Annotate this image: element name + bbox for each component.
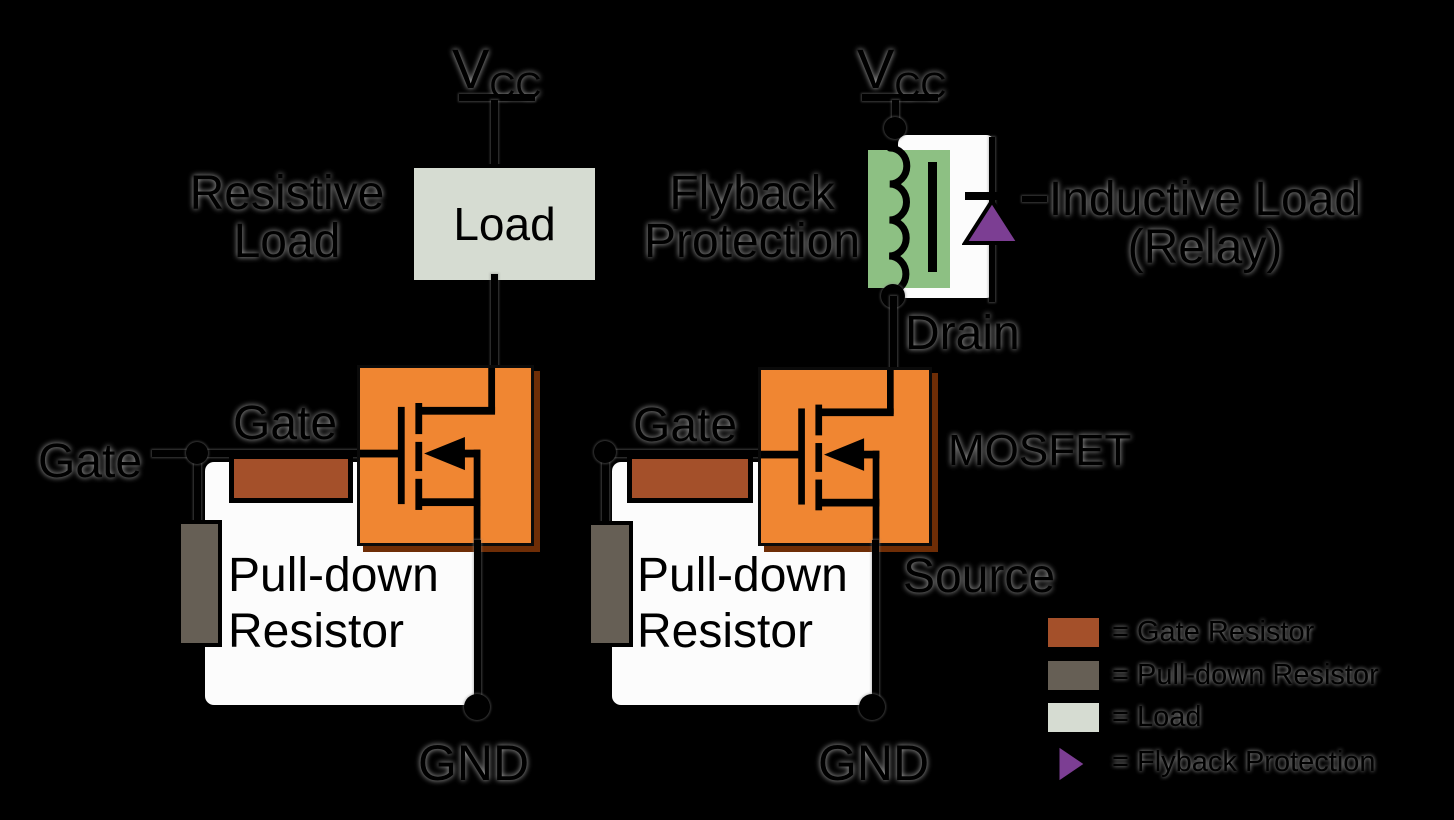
legend-flyback-diode-icon — [1038, 742, 1106, 786]
pulldown-label-line1-left: Pull-down — [228, 549, 439, 602]
wire-gate-to-pulldown-right — [602, 453, 609, 523]
vcc-label-right: VCC VCC — [857, 37, 947, 106]
relay-coil-icon — [885, 144, 911, 296]
wire-gate-to-pulldown-left — [194, 453, 201, 523]
mosfet-block-left — [357, 365, 534, 546]
gate-resistor-left — [229, 454, 353, 503]
wire-gate-right — [598, 450, 760, 457]
mosfet-symbol-icon — [761, 370, 894, 543]
inductive-load-title-line2: (Relay)(Relay) — [1127, 221, 1283, 274]
pulldown-label-line2-left: Resistor — [228, 605, 405, 658]
legend-label-gate-resistor: = Gate Resistor= Gate Resistor — [1112, 616, 1315, 648]
mosfet-block-right — [758, 367, 932, 546]
flyback-diode-icon — [962, 199, 1022, 245]
legend-label-flyback-protection: = Flyback Protection= Flyback Protection — [1112, 746, 1376, 778]
wire-drain-to-mosfet — [890, 296, 897, 371]
load-box: Load — [410, 164, 599, 284]
pulldown-resistor-left — [177, 520, 222, 647]
pulldown-label-line1-right: Pull-down — [637, 549, 848, 602]
junction-dot-gate-right — [594, 441, 616, 463]
mosfet-symbol-icon — [360, 368, 496, 543]
vcc-rail-bar-left — [459, 94, 535, 101]
flyback-diode-cathode-bar — [965, 192, 1019, 200]
load-box-label: Load — [453, 198, 556, 250]
junction-dot-vcc-right — [884, 117, 906, 139]
wire-source-to-gnd-right — [872, 540, 879, 709]
junction-dot-gnd-left — [464, 694, 490, 720]
wire-gate-left — [152, 450, 364, 457]
pulldown-resistor-right — [587, 521, 633, 647]
legend-swatch-gate-resistor — [1045, 615, 1102, 650]
wire-source-to-gnd-left — [474, 540, 481, 709]
wire-vcc-to-relay — [892, 100, 899, 130]
legend-swatch-pulldown-resistor — [1045, 658, 1102, 693]
junction-dot-gnd-right — [859, 694, 885, 720]
wire-vcc-to-load — [491, 100, 498, 166]
pulldown-label-line2-right: Resistor — [637, 605, 814, 658]
junction-dot-gate-left — [186, 442, 208, 464]
label-connector-dash — [1022, 196, 1047, 202]
wire-load-to-mosfet — [491, 274, 498, 368]
legend-swatch-load — [1045, 700, 1102, 735]
vcc-rail-bar-right — [862, 94, 938, 101]
relay-core-bar — [928, 162, 937, 272]
legend-label-load: = Load= Load — [1112, 701, 1202, 733]
vcc-label-left: VCC VCC — [452, 37, 542, 106]
gate-resistor-right — [627, 454, 753, 503]
legend-label-pulldown-resistor: = Pull-down Resistor= Pull-down Resistor — [1112, 659, 1379, 691]
